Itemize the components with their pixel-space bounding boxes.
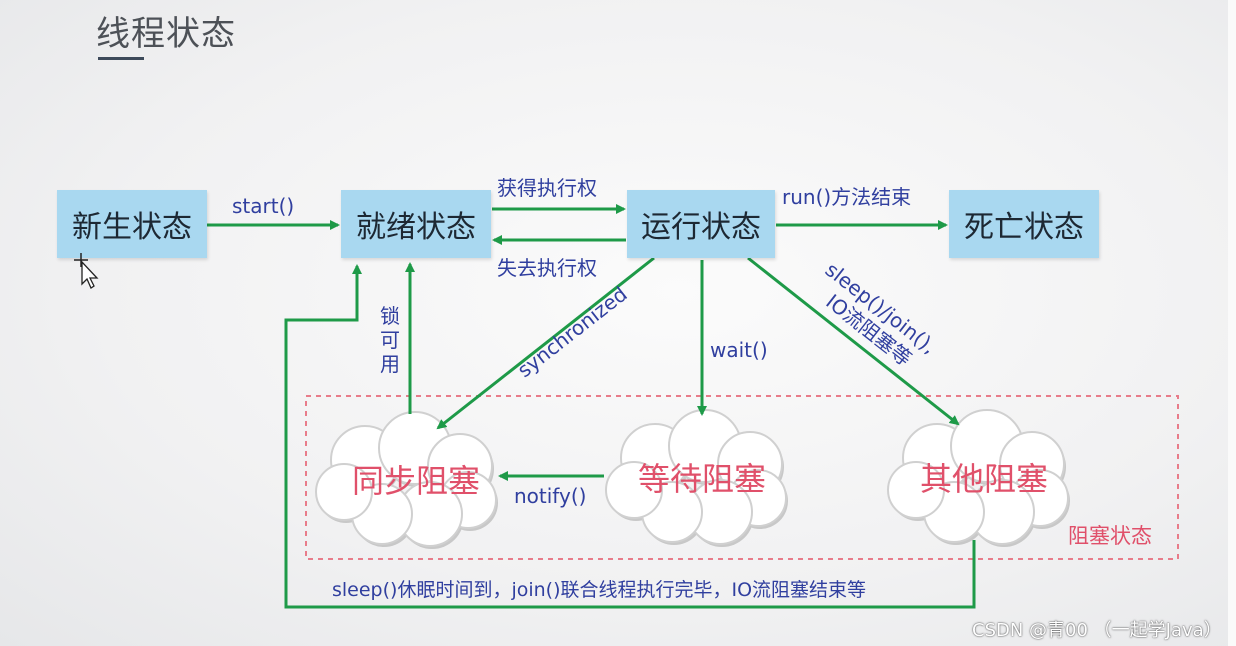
mouse-cursor-icon xyxy=(74,253,99,289)
blocked-other-label: 其他阻塞 xyxy=(919,460,1048,498)
arrow-back-to-ready xyxy=(284,264,976,609)
blocked-group-label: 阻塞状态 xyxy=(1068,524,1152,548)
label-lose-cpu: 失去执行权 xyxy=(497,256,597,280)
watermark: CSDN @青00 （一起学Java） xyxy=(972,620,1222,641)
title-underline xyxy=(98,57,144,60)
state-new: 新生状态 xyxy=(57,190,207,258)
right-edge-bar xyxy=(1228,0,1236,646)
blocked-sync-label: 同步阻塞 xyxy=(351,462,480,500)
label-notify: notify() xyxy=(514,484,587,508)
label-wait: wait() xyxy=(710,338,768,362)
blocked-wait-label: 等待阻塞 xyxy=(637,460,766,498)
arrow-synchronized xyxy=(436,256,655,430)
state-ready: 就绪状态 xyxy=(341,190,491,258)
page-title: 线程状态 xyxy=(96,14,236,54)
label-lock-available: 锁可用 xyxy=(380,304,400,376)
state-running: 运行状态 xyxy=(627,190,775,258)
label-get-cpu: 获得执行权 xyxy=(497,176,597,200)
label-run-end: run()方法结束 xyxy=(782,185,912,209)
state-dead: 死亡状态 xyxy=(949,190,1099,258)
arrow-sleep-join xyxy=(747,256,960,426)
label-back-to-ready: sleep()休眠时间到，join()联合线程执行完毕，IO流阻塞结束等 xyxy=(332,579,867,601)
blocked-group-frame xyxy=(305,395,1179,560)
label-start: start() xyxy=(232,194,295,218)
